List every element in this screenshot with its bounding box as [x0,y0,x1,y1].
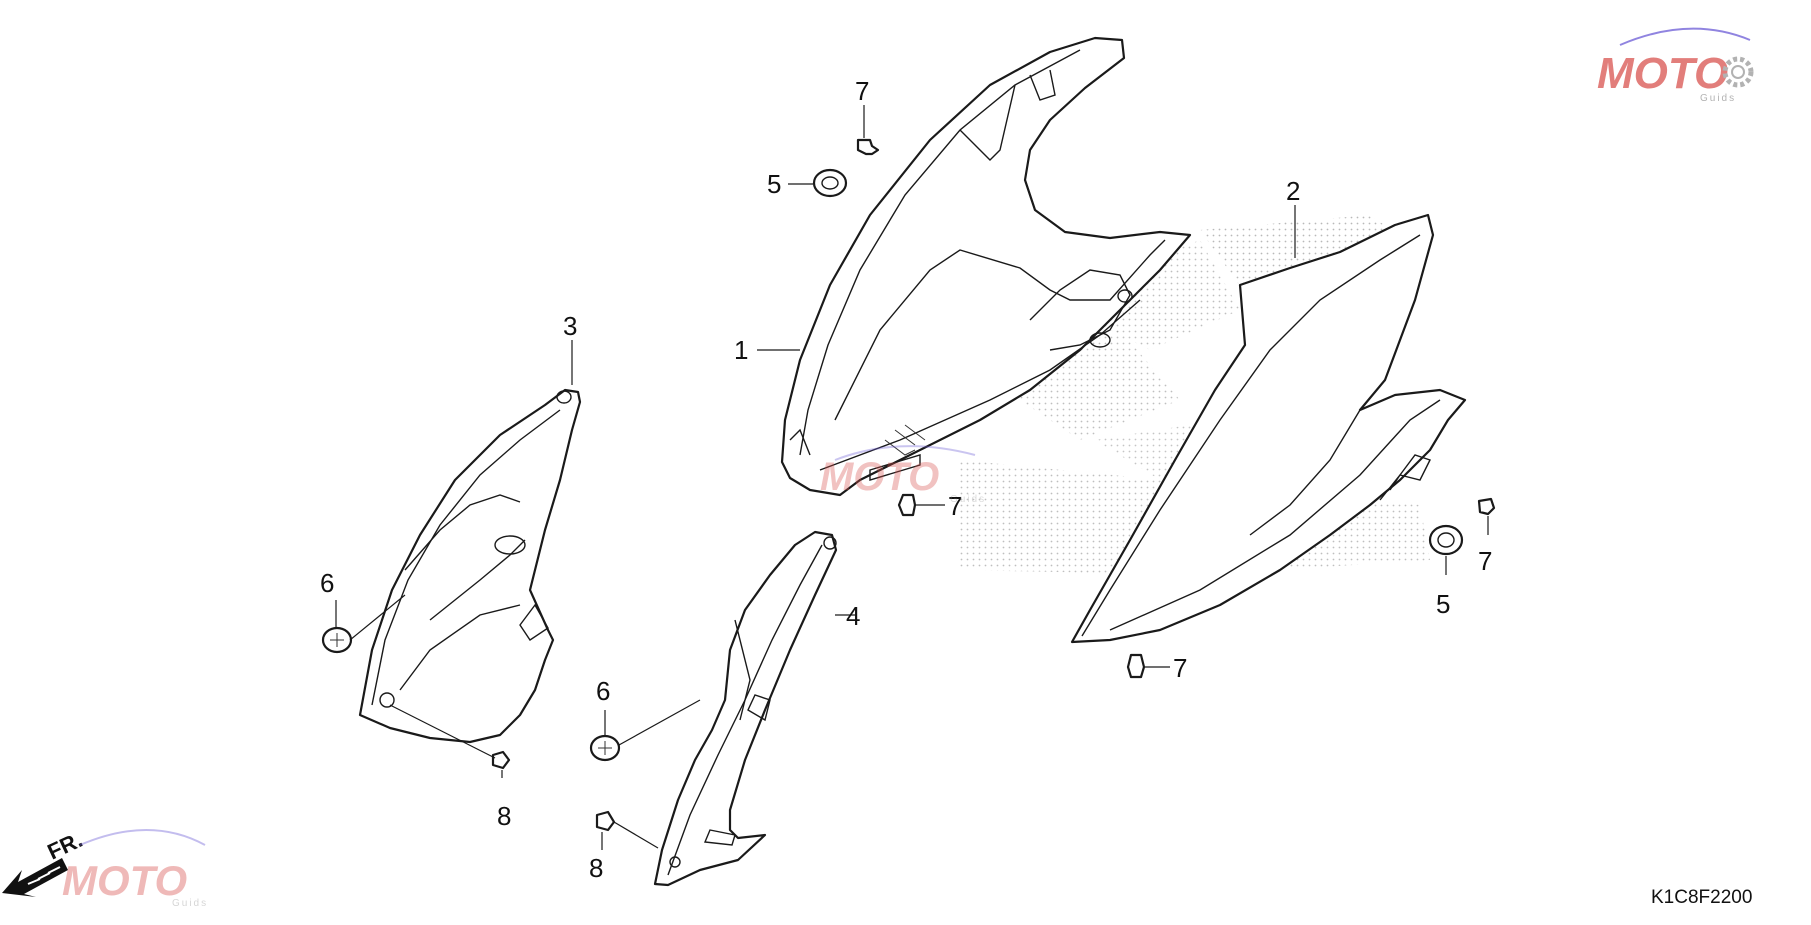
callout-part-1: 1 [734,335,748,365]
clip-7-center [897,493,917,517]
callout-part-6-lower: 6 [596,676,610,706]
part-3-inner-panel-left [358,388,582,744]
watermark-gear-icon [1722,56,1754,88]
watermark-subtext-top: Guids [1700,93,1736,104]
callout-part-8-lower: 8 [589,853,603,883]
clip-7-right [1477,497,1496,516]
watermark-logo-text-top: MOTO [1597,49,1728,98]
callout-part-7-right: 7 [1478,546,1492,576]
callout-part-5-top: 5 [767,169,781,199]
leader-lines [335,105,1489,850]
grommet-5-top [812,168,848,198]
callout-part-4: 4 [846,601,860,631]
part-4-lower-side-panel [653,530,838,887]
callout-part-6-left: 6 [320,568,334,598]
watermark-subtext-bottom: Guids [172,898,208,909]
watermark-logo-top: MOTO Guids [1597,27,1754,104]
screw-6-left [321,626,353,654]
diagram-code: K1C8F2200 [1651,887,1752,908]
part-2-side-cowl-right [1070,213,1467,644]
grommet-5-right [1428,524,1464,556]
callout-part-7-top: 7 [855,76,869,106]
callout-part-8-left: 8 [497,801,511,831]
arrow-hatch [27,866,61,885]
part-1-front-cowl [780,36,1192,497]
watermark-logo-text-center: MOTO [820,455,939,499]
bolt-8-lower [595,810,616,832]
callout-part-7-lower: 7 [1173,653,1187,683]
clip-7-top [856,138,880,156]
callout-part-7-center: 7 [948,491,962,521]
watermark-logo-center: MOTO Guids [820,445,986,505]
screw-6-lower [589,734,621,762]
watermark-subtext-center: Guids [950,494,986,505]
clip-7-lower [1126,653,1146,679]
callout-part-3: 3 [563,311,577,341]
bolt-8-left [491,750,511,770]
watermark-logo-text-bottom: MOTO [62,857,187,904]
callout-part-5-right: 5 [1436,589,1450,619]
watermark-logo-bottom: MOTO Guids [62,829,208,909]
callout-part-2: 2 [1286,176,1300,206]
